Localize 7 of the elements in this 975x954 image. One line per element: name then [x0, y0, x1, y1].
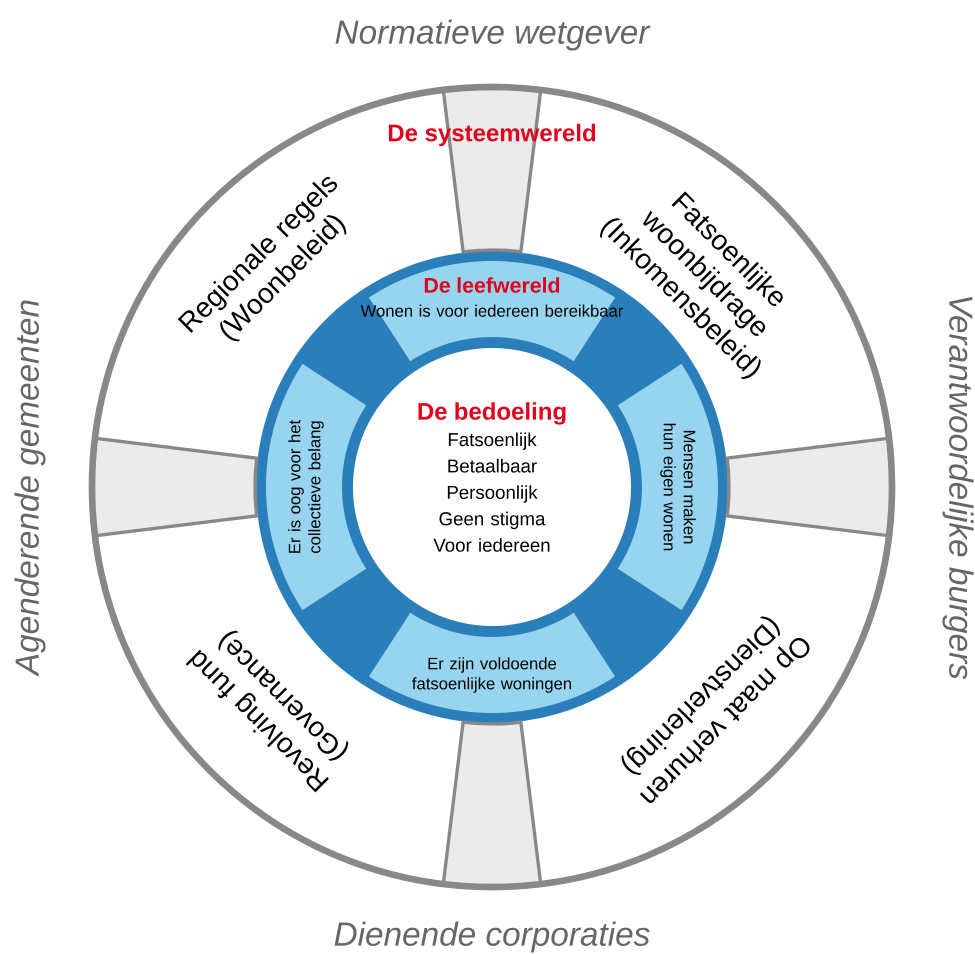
side-label: Dienende corporaties: [334, 921, 650, 953]
side-label: Normatieve wetgever: [336, 19, 651, 51]
ring-segment: Er zijn voldoende fatsoenlijke woningen: [368, 612, 616, 713]
ring-segment: Er is oog voor het collectieve belang: [266, 364, 366, 610]
side-label: Verantwoordelijke burgers: [942, 296, 974, 680]
side-label: Agenderende gemeenten: [14, 300, 46, 677]
ring-segment: Mensen maken hun eigen wonen: [618, 364, 718, 610]
